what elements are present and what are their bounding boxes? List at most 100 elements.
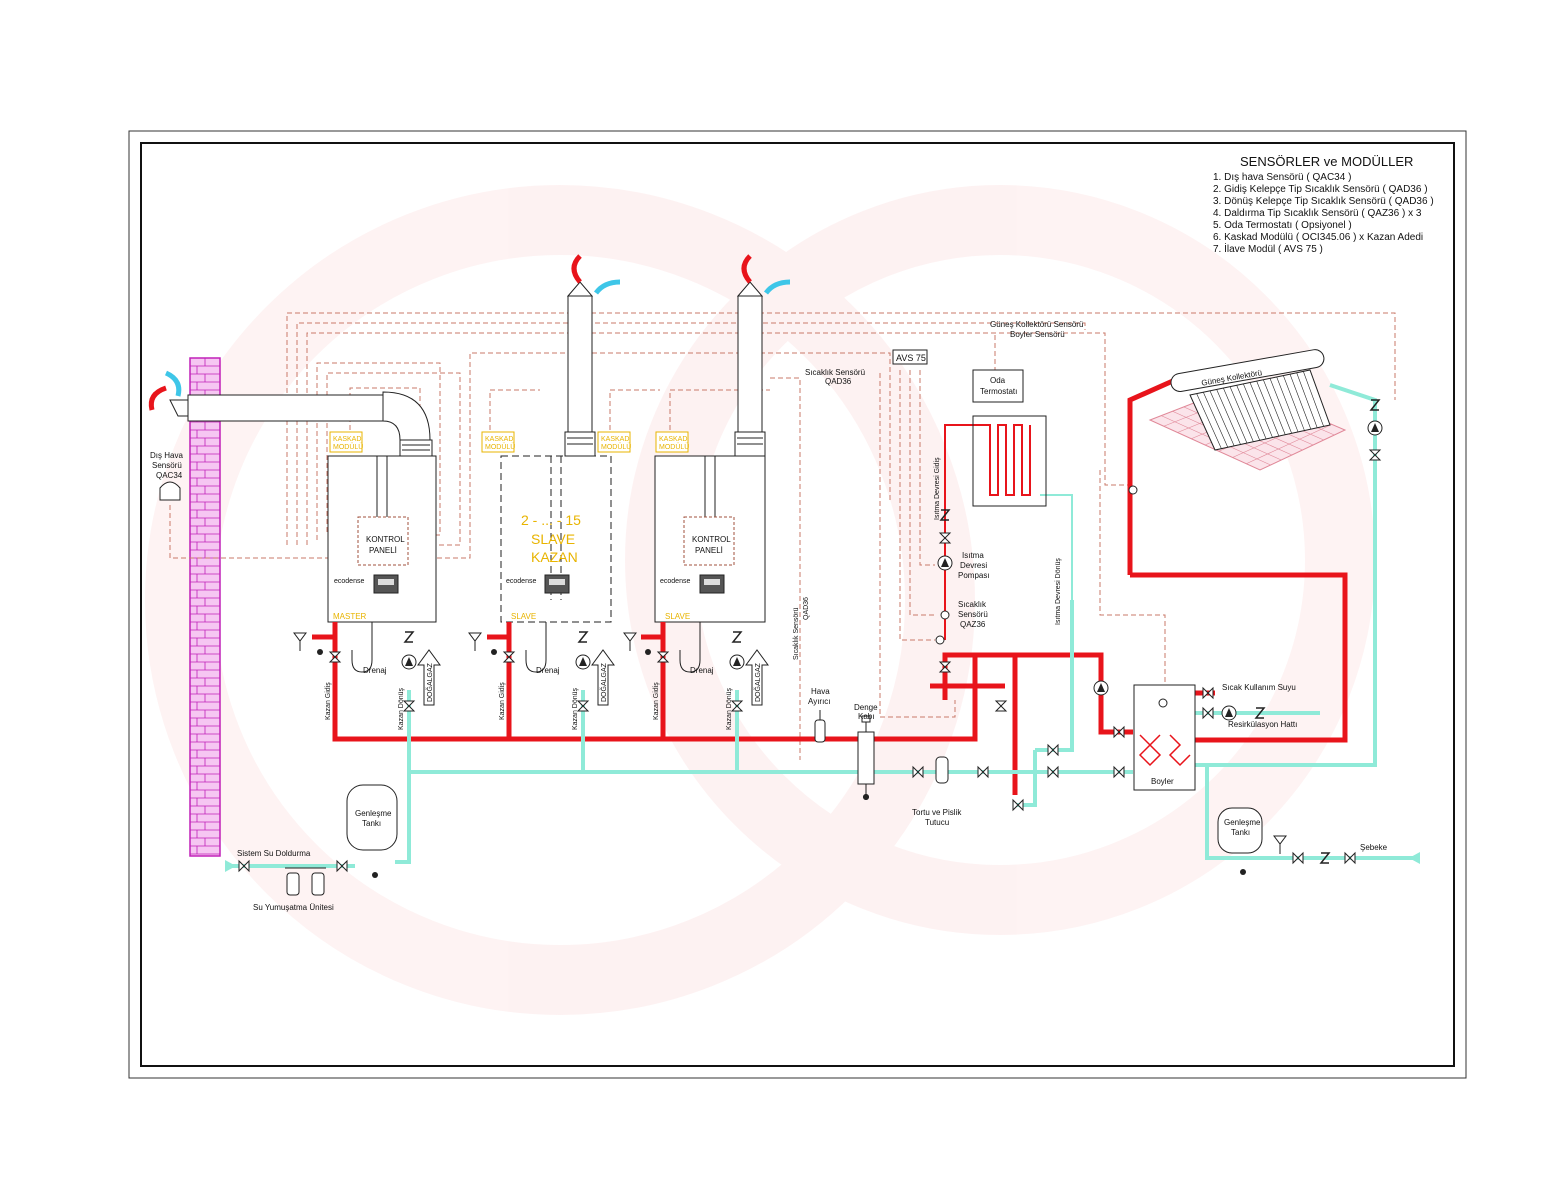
slave-title: SLAVE [531,531,575,547]
recirculation-label: Resirkülasyon Hattı [1228,720,1297,729]
valve-icon [1368,449,1382,461]
valve-icon [1047,743,1059,757]
brand-label: ecodense [334,578,364,585]
valve-icon [1012,798,1024,812]
check-valve-icon [731,631,743,643]
immersion-sensor-label: QAZ36 [960,620,986,629]
brand-label: ecodense [506,578,536,585]
room-thermostat-label: Oda [990,376,1006,385]
boiler-type-label: SLAVE [665,612,690,621]
dhw-expansion-tank [1217,807,1263,854]
radiator-coil [970,424,1031,496]
valve-icon [938,661,952,673]
control-panel-label: PANELİ [369,546,397,555]
dhw-expansion-tank-label: Genleşme [1224,818,1261,827]
legend: SENSÖRLER ve MODÜLLER 1. Dış hava Sensör… [1213,154,1434,255]
slave-boiler: KONTROL PANELİ ecodense SLAVE KASKAD MOD… [654,254,791,623]
valve-icon [336,859,348,873]
boiler-coil-2 [1168,734,1191,767]
sensor-icon [1158,698,1168,708]
valve-icon [1202,706,1214,720]
kaskad-label: KASKAD [659,436,687,443]
outdoor-sensor-label: Dış Hava [150,451,183,460]
expansion-tank [346,784,398,851]
boiler-type-label: SLAVE [511,612,536,621]
kaskad-label: KASKAD [485,436,513,443]
drain-label: Drenaj [536,666,560,675]
immersion-sensor-label: Sıcaklık [958,600,987,609]
water-softener [285,867,326,896]
drain-label: Drenaj [690,666,714,675]
drain-valve-icon [1240,869,1246,875]
brand-label: ecodense [660,578,690,585]
kaskad-label: MODÜLÜ [601,443,631,451]
kaskad-label: KASKAD [333,436,361,443]
valves [238,399,1382,878]
legend-item: 5. Oda Termostatı ( Opsiyonel ) [1213,220,1352,231]
gas-inlets [417,649,769,706]
dirt-separator-label: Tutucu [925,818,949,827]
solar-sensor-label: Güneş Kollektörü Sensörü [990,320,1083,329]
separator-label: Denge [854,703,878,712]
return-sensor-label: Sıcaklık Sensörü [793,607,800,660]
boiler-coil [1138,734,1162,767]
expansion-tank-label: Genleşme [355,809,392,818]
flow-arrow [225,860,236,872]
kaskad-label: MODÜLÜ [659,443,689,451]
drain-label: Drenaj [363,666,387,675]
boiler-flow-label: Kazan Gidiş [653,682,660,720]
outdoor-sensor-label: QAC34 [156,471,183,480]
drain-traps [351,622,701,673]
valve-icon [328,651,342,663]
legend-item: 6. Kaskad Modülü ( OCI345.06 ) x Kazan A… [1213,232,1423,243]
drain-valve-icon [317,649,323,655]
valve-icon [1113,725,1125,739]
mains-label: Şebeke [1360,843,1388,852]
pump-label: Isıtma [962,551,984,560]
dhw-expansion-tank-label: Tankı [1231,828,1250,837]
safety-valve-icon [468,632,482,651]
hydraulic-separator [857,715,875,800]
legend-item: 4. Daldırma Tip Sıcaklık Sensörü ( QAZ36… [1213,208,1422,219]
flow-arrow [1409,852,1420,864]
gas-label: DOĞALGAZ [753,662,762,702]
valve-icon [730,700,744,712]
immersion-sensor-label: Sensörü [958,610,988,619]
valve-icon [1202,686,1214,700]
valve-icon [656,651,670,663]
valve-icon [994,700,1008,712]
drain-valve-icon [645,649,651,655]
radiator-box [972,415,1047,507]
flow-sensor-label: QAD36 [825,377,852,386]
control-panel-label: KONTROL [366,535,405,544]
control-panel-label: KONTROL [692,535,731,544]
room-thermostat-label: Termostatı [980,387,1017,396]
pump-label: Devresi [960,561,987,570]
safety-valve-icon [1273,835,1287,854]
return-sensor-label: QAD36 [803,597,810,620]
flow-sensor-label: Sıcaklık Sensörü [805,368,865,377]
check-valve-icon [939,509,951,521]
valve-icon [912,765,924,779]
outer-frame [128,130,1467,1079]
check-valve-icon [577,631,589,643]
air-separator-label: Ayırıcı [808,697,831,706]
outdoor-sensor-label: Sensörü [152,461,182,470]
solar-collector [1148,349,1347,471]
sensor-icon [935,635,945,645]
boiler-return-label: Kazan Dönüş [572,687,579,730]
drain-valve-icon [863,794,869,800]
legend-item: 2. Gidiş Kelepçe Tip Sıcaklık Sensörü ( … [1213,184,1428,195]
safety-valve-icon [623,632,637,651]
valve-icon [1292,851,1304,865]
air-separator-label: Hava [811,687,830,696]
kaskad-label: KASKAD [601,436,629,443]
boiler-return-label: Kazan Dönüş [726,687,733,730]
drain-valve-icon [372,872,378,878]
avs-module [892,349,928,365]
valve-icon [238,859,250,873]
gas-label: DOĞALGAZ [599,662,608,702]
dirt-separator [935,756,949,784]
dirt-separator-label: Tortu ve Pislik [912,808,962,817]
